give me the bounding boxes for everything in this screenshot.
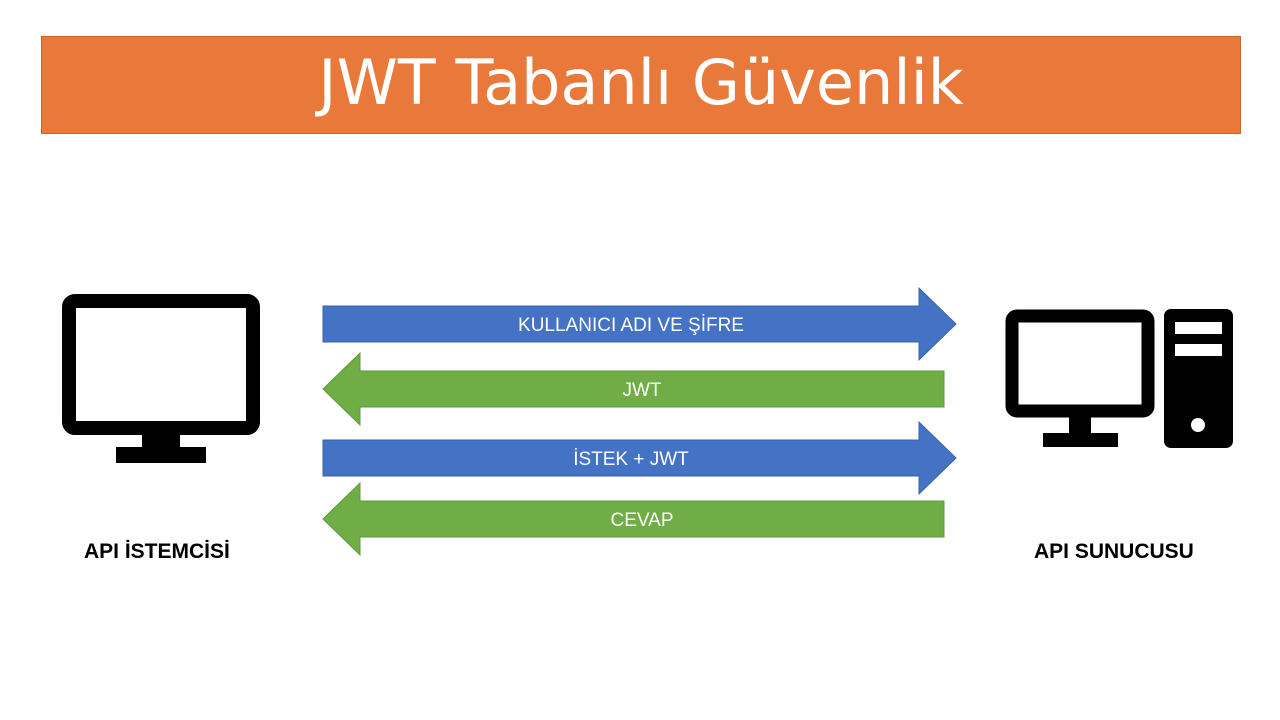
tower-drive-bay-1 <box>1175 322 1222 334</box>
arrow-shape-right <box>322 286 957 362</box>
monitor-base <box>116 447 206 463</box>
arrow-shape-left <box>322 351 945 427</box>
slide-title: JWT Tabanlı Güvenlik <box>318 46 964 119</box>
monitor-icon <box>62 294 260 463</box>
arrow-shape-left <box>322 481 945 557</box>
arrow-label: İSTEK + JWT <box>573 449 689 470</box>
title-banner: JWT Tabanlı Güvenlik <box>41 36 1241 134</box>
server-monitor-base <box>1043 433 1118 447</box>
arrow-label: JWT <box>622 380 661 401</box>
server-label: API SUNUCUSU <box>1034 540 1194 563</box>
arrow-shape-right <box>322 420 957 496</box>
arrow-label: KULLANICI ADI VE ŞİFRE <box>518 315 744 336</box>
tower-drive-bay-2 <box>1175 344 1222 356</box>
client-label: API İSTEMCİSİ <box>84 540 230 563</box>
server-monitor-neck <box>1069 417 1091 435</box>
monitor-screen <box>62 294 260 435</box>
arrow-label: CEVAP <box>610 510 673 531</box>
tower-case <box>1164 309 1233 448</box>
arrow-request-jwt: İSTEK + JWT <box>322 420 957 496</box>
monitor-neck <box>142 428 180 450</box>
arrow-response: CEVAP <box>322 481 945 557</box>
server-monitor-screen <box>1005 309 1155 418</box>
tower-power-button <box>1191 418 1205 432</box>
desktop-computer-icon <box>1005 309 1233 448</box>
arrow-credentials: KULLANICI ADI VE ŞİFRE <box>322 286 957 362</box>
arrow-jwt: JWT <box>322 351 945 427</box>
